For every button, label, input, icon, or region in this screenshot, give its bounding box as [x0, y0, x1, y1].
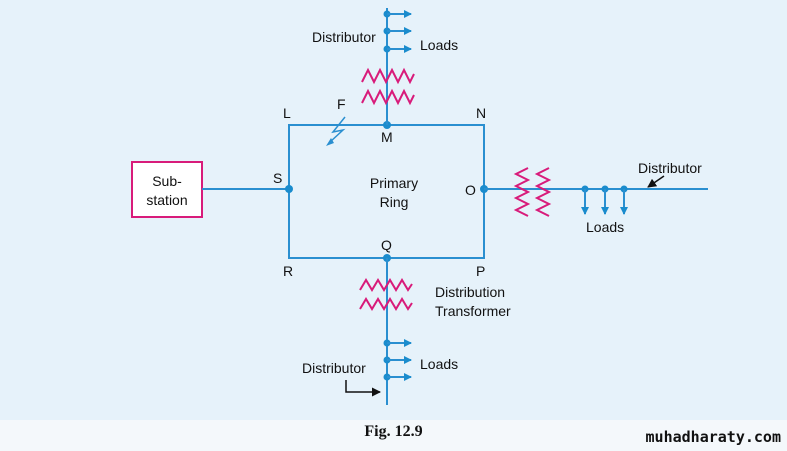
fault-arrowhead: [326, 138, 334, 146]
label-Q: Q: [381, 237, 392, 253]
right-transformer-secondary: [534, 167, 552, 217]
primary-ring-label-2: Ring: [380, 194, 409, 210]
top-loads-label: Loads: [420, 37, 458, 53]
bottom-transformer-primary: [359, 278, 413, 292]
top-distributor-label: Distributor: [312, 29, 376, 45]
right-distributor-label: Distributor: [638, 160, 702, 176]
node-S: [285, 185, 293, 193]
label-S: S: [273, 170, 282, 186]
bottom-distributor-pointer: [345, 380, 381, 397]
label-O: O: [465, 182, 476, 198]
bottom-transformer-secondary: [359, 297, 413, 311]
label-L: L: [283, 105, 291, 121]
right-loads-label: Loads: [586, 219, 624, 235]
label-R: R: [283, 263, 293, 279]
distribution-transformer-label-1: Distribution: [435, 284, 505, 300]
label-N: N: [476, 105, 486, 121]
right-distributor-pointer: [647, 175, 665, 188]
right-transformer-primary: [513, 167, 531, 217]
primary-ring-label-1: Primary: [370, 175, 418, 191]
bottom-distributor-label: Distributor: [302, 360, 366, 376]
top-transformer-primary: [361, 88, 415, 106]
figure-caption: Fig. 12.9: [364, 423, 423, 440]
watermark: muhadharaty.com: [645, 428, 781, 446]
fault-label: F: [337, 96, 346, 112]
substation-label-2: station: [146, 192, 187, 208]
fault-symbol: [328, 116, 346, 144]
label-P: P: [476, 263, 485, 279]
top-transformer-secondary: [361, 67, 415, 85]
label-M: M: [381, 129, 393, 145]
ring-distribution-diagram: Sub- station Primary Ring S L M N O P Q …: [0, 0, 787, 420]
bottom-loads-label: Loads: [420, 356, 458, 372]
distribution-transformer-label-2: Transformer: [435, 303, 511, 319]
substation-box: [131, 161, 203, 218]
substation-label-1: Sub-: [152, 173, 182, 189]
